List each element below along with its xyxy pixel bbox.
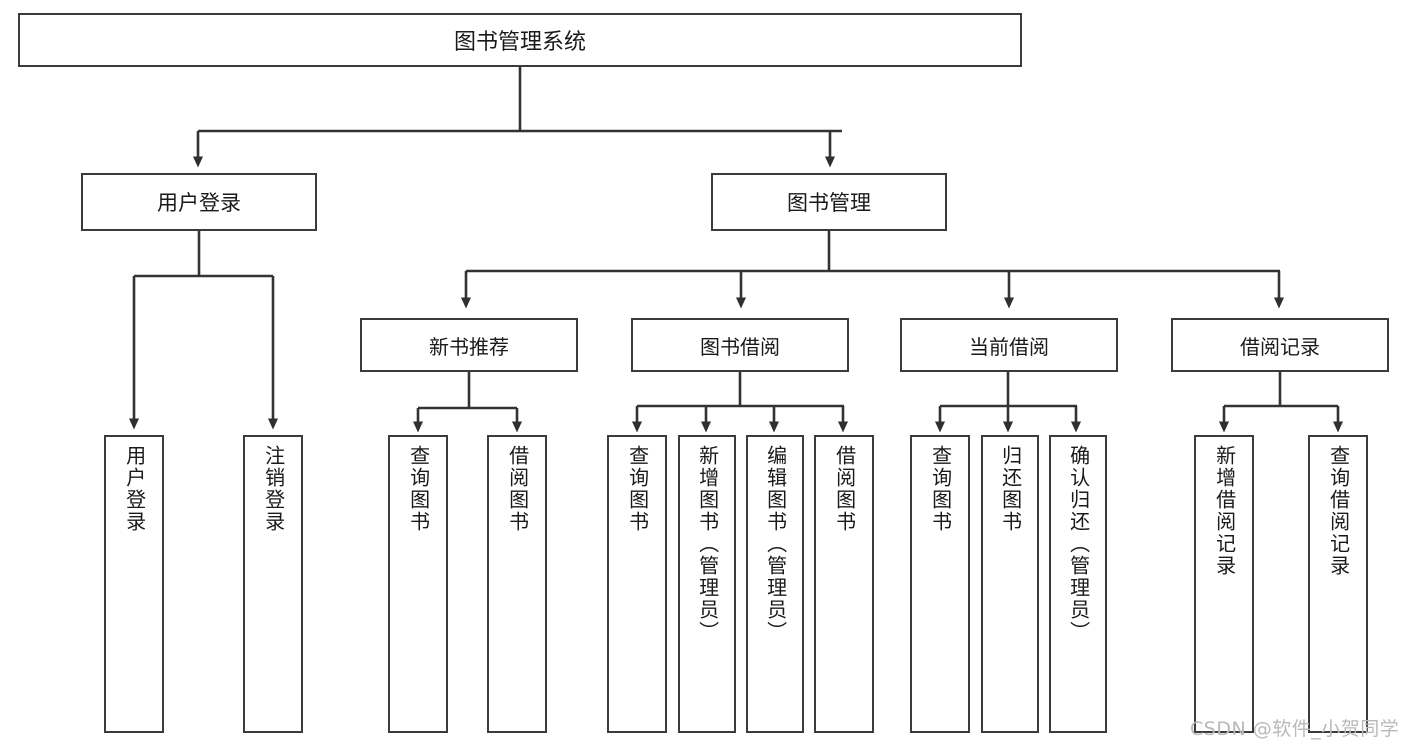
leaf-borrow-edit-book-admin[interactable]: 编辑图书（管理员） [746, 435, 804, 733]
node-user-login[interactable]: 用户登录 [81, 173, 317, 231]
node-label: 借阅图书 [832, 445, 857, 533]
node-label: 查询图书 [625, 445, 650, 533]
node-label: 图书管理 [787, 191, 871, 215]
node-label: 借阅记录 [1240, 334, 1320, 359]
leaf-current-query-book[interactable]: 查询图书 [910, 435, 970, 733]
node-label: 新增借阅记录 [1212, 445, 1237, 577]
node-borrow-records[interactable]: 借阅记录 [1171, 318, 1389, 372]
node-label: 借阅图书 [505, 445, 530, 533]
node-label: 确认归还（管理员） [1066, 445, 1091, 643]
leaf-user-logout[interactable]: 注销登录 [243, 435, 303, 733]
node-label: 新书推荐 [429, 334, 509, 359]
node-label: 图书管理系统 [453, 30, 586, 55]
node-label: 归还图书 [998, 445, 1023, 533]
node-label: 注销登录 [261, 445, 286, 533]
watermark-text: CSDN @软件_小贺同学 [1190, 718, 1400, 740]
node-root-book-management-system[interactable]: 图书管理系统 [18, 13, 1022, 67]
node-label: 新增图书（管理员） [695, 445, 720, 643]
node-label: 编辑图书（管理员） [763, 445, 788, 643]
node-label: 当前借阅 [969, 334, 1049, 359]
leaf-user-login[interactable]: 用户登录 [104, 435, 164, 733]
leaf-recommend-query-book[interactable]: 查询图书 [388, 435, 448, 733]
leaf-record-query-borrow-record[interactable]: 查询借阅记录 [1308, 435, 1368, 733]
leaf-borrow-query-book[interactable]: 查询图书 [607, 435, 667, 733]
leaf-recommend-borrow-book[interactable]: 借阅图书 [487, 435, 547, 733]
node-book-borrow[interactable]: 图书借阅 [631, 318, 849, 372]
node-label: 查询图书 [928, 445, 953, 533]
node-new-book-recommendation[interactable]: 新书推荐 [360, 318, 578, 372]
leaf-borrow-add-book-admin[interactable]: 新增图书（管理员） [678, 435, 736, 733]
node-label: 图书借阅 [700, 334, 780, 359]
node-label: 用户登录 [157, 191, 241, 215]
node-book-management[interactable]: 图书管理 [711, 173, 947, 231]
node-current-borrow[interactable]: 当前借阅 [900, 318, 1118, 372]
node-label: 查询借阅记录 [1326, 445, 1351, 577]
leaf-current-return-book[interactable]: 归还图书 [981, 435, 1039, 733]
node-label: 查询图书 [406, 445, 431, 533]
node-label: 用户登录 [122, 445, 147, 533]
csdn-watermark: CSDN @软件_小贺同学 [1190, 714, 1399, 741]
leaf-borrow-borrow-book[interactable]: 借阅图书 [814, 435, 874, 733]
leaf-current-confirm-return-admin[interactable]: 确认归还（管理员） [1049, 435, 1107, 733]
leaf-record-add-borrow-record[interactable]: 新增借阅记录 [1194, 435, 1254, 733]
